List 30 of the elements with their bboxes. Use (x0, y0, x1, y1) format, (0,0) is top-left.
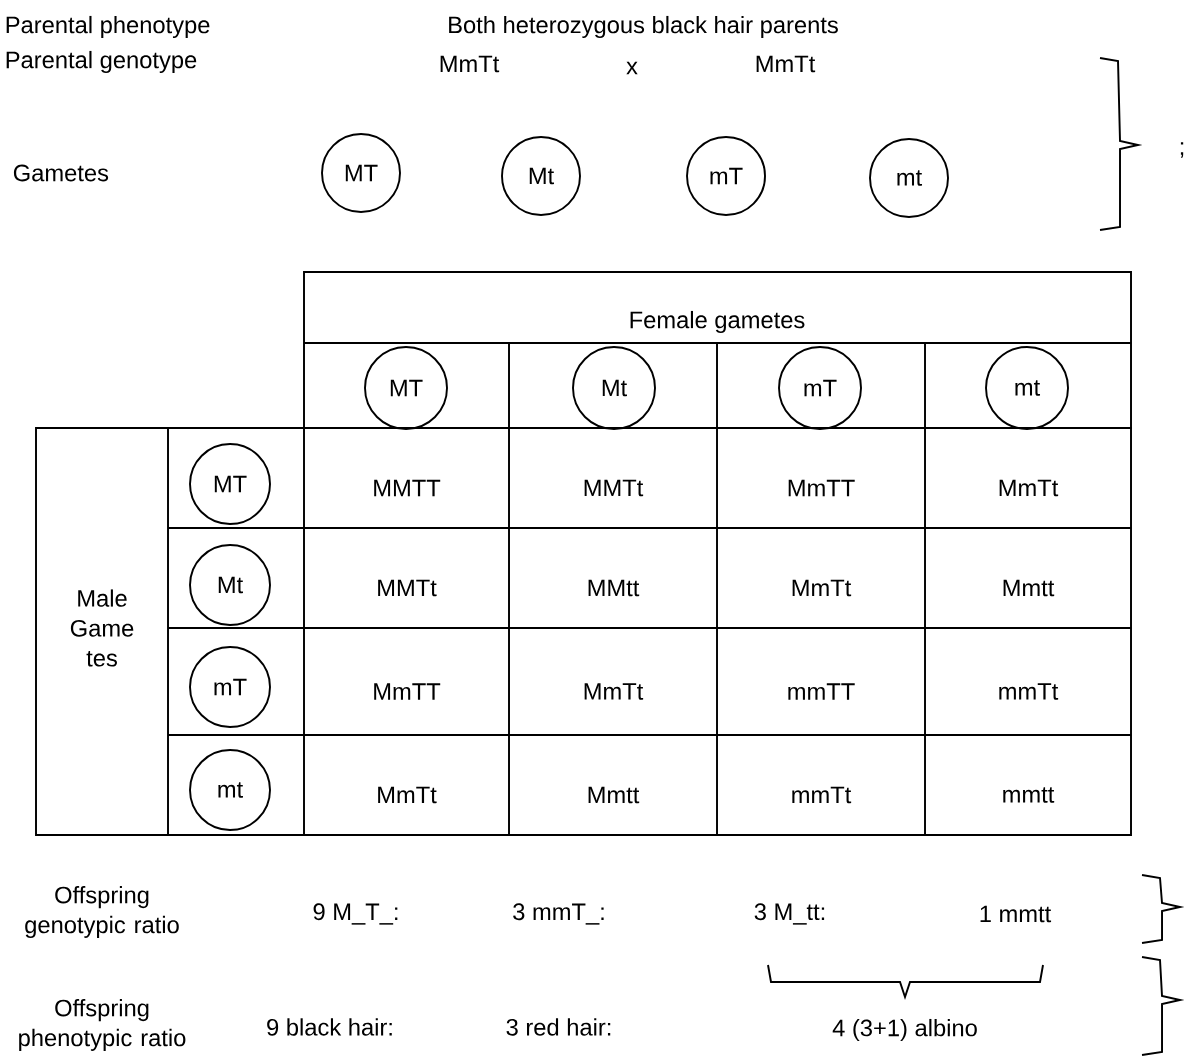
genotype-cell: Mmtt (1003, 579, 1055, 597)
row-label: Gametes (13, 164, 109, 182)
ratio-text: 3 mmT_: (513, 903, 604, 925)
punctuation-mark: ; (1180, 142, 1184, 158)
genotype-cell: MMtt (588, 579, 640, 597)
genotype-cell: mmTt (792, 786, 852, 804)
genotype-text: MmTt (756, 55, 816, 73)
genotype-cell: mmtt (1003, 787, 1055, 803)
ratio-text: 1 mmtt (980, 905, 1052, 923)
genotype-cell: MMTt (378, 579, 437, 597)
ratio-text: 3 red hair: (506, 1018, 611, 1036)
genotype-cell: mmTT (788, 683, 855, 700)
ratio-text: 4 (3+1) albino (832, 1018, 977, 1042)
ratio-text: 3 M_tt: (754, 903, 825, 925)
row-heading: Male Game tes (70, 589, 134, 667)
column-heading: Female gametes (630, 310, 805, 334)
genotype-cell: MmTt (584, 683, 644, 700)
row-label: Parental genotype (6, 50, 197, 74)
ratio-text: 9 M_T_: (313, 903, 398, 925)
cross-sign: x (626, 61, 638, 75)
genotype-cell: MmTt (792, 579, 852, 597)
genotype-cell: mmTt (999, 683, 1059, 700)
genotype-cell: Mmtt (588, 786, 640, 804)
ratio-text: 9 black hair: (267, 1018, 392, 1036)
phenotype-text: Both heterozygous black hair parents (449, 15, 838, 39)
genotype-text: MmTt (440, 55, 500, 73)
genotype-cell: MmTt (378, 786, 437, 804)
genotype-cell: MmTT (374, 683, 441, 700)
row-label: Parental phenotype (6, 15, 210, 39)
row-label: Offspring phenotypic ratio (19, 999, 186, 1051)
